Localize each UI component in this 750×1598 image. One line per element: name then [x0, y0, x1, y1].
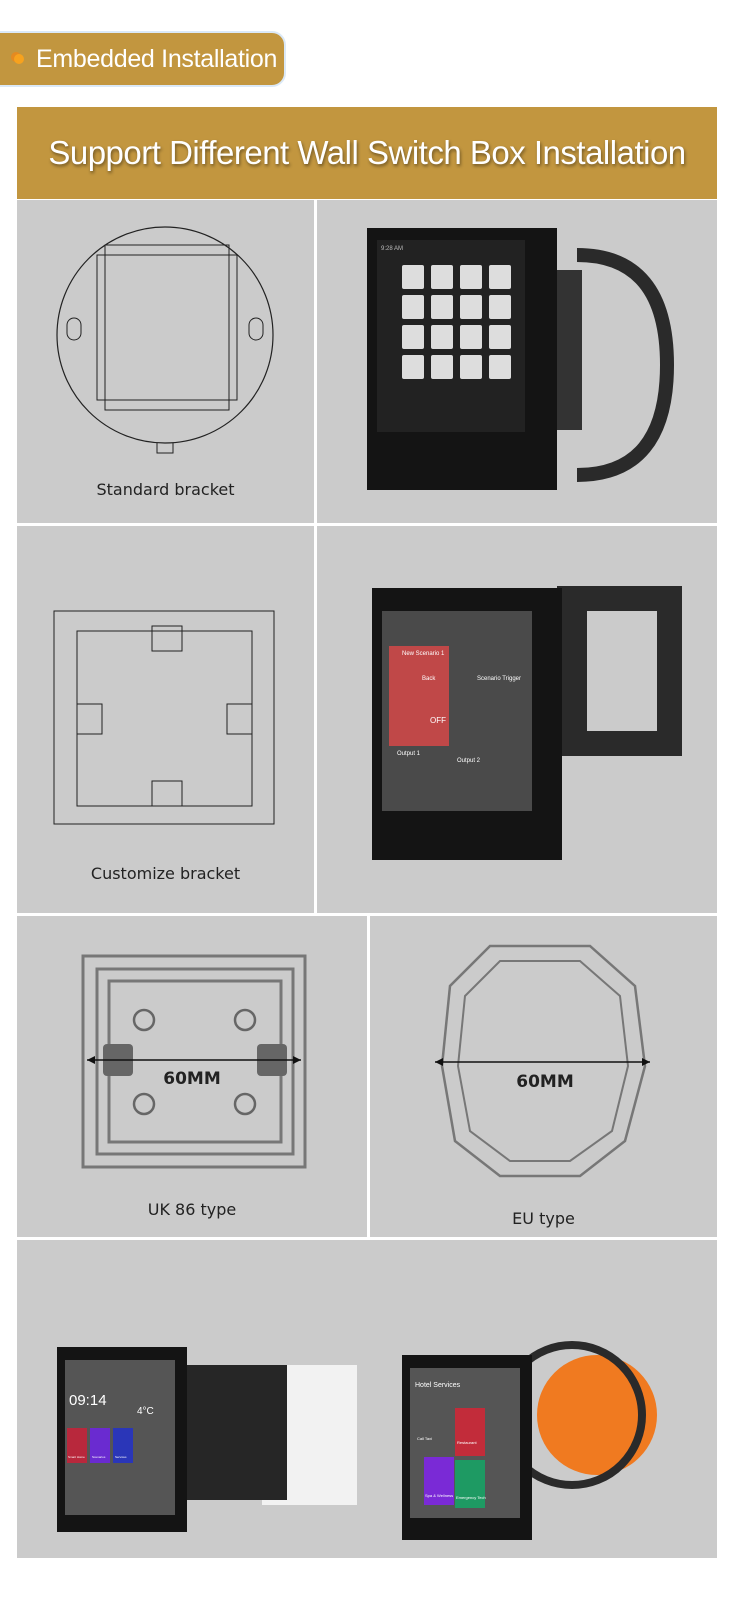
screen-time: 09:14: [69, 1392, 107, 1409]
customize-bracket-drawing: [53, 610, 275, 825]
standard-bracket-panel: Standard bracket: [17, 200, 314, 523]
hotel-services-title: Hotel Services: [415, 1382, 461, 1389]
scene-tile: [402, 295, 424, 319]
standard-bracket-caption: Standard bracket: [96, 480, 235, 499]
uk86-box-drawing: 60MM: [81, 954, 307, 1169]
scene-tile: [431, 325, 453, 349]
scene-tile: [431, 265, 453, 289]
product-photo-panel: 09:14 4°C Hotel Services Call Taxi Resta…: [17, 1240, 717, 1558]
scene-tile: [460, 265, 482, 289]
scene-tile: [489, 295, 511, 319]
scene-tile: [402, 265, 424, 289]
tile-services: Services: [115, 1455, 127, 1459]
eu-box-drawing: 60MM: [435, 944, 650, 1178]
tile-scenarios: Scenarios: [92, 1455, 106, 1459]
standard-bracket-drawing: [56, 226, 274, 454]
tile-call-taxi: Call Taxi: [417, 1436, 433, 1441]
scene-tile: [460, 325, 482, 349]
output1-label: Output 1: [397, 751, 421, 757]
eu-dimension: 60MM: [516, 1072, 574, 1092]
screen-temperature: 4°C: [137, 1406, 154, 1417]
panel-with-square-bracket-image: [372, 586, 682, 860]
page-title: Support Different Wall Switch Box Instal…: [48, 134, 686, 171]
scene-tile: [489, 325, 511, 349]
trigger-label: Scenario Trigger: [477, 676, 522, 682]
scene-tile: [402, 355, 424, 379]
section-tag: Embedded Installation: [0, 31, 286, 87]
scene-tile: [460, 295, 482, 319]
scene-tile: [431, 355, 453, 379]
page-header: Support Different Wall Switch Box Instal…: [17, 107, 717, 199]
screen-time: 9:28 AM: [381, 246, 403, 252]
screen-title: New Scenario 1: [402, 651, 445, 657]
uk86-panel: 60MM UK 86 type: [17, 916, 367, 1237]
panel-with-round-bracket-image: 9:28 AM: [367, 228, 675, 490]
customize-bracket-caption: Customize bracket: [90, 864, 241, 883]
scene-tile: [431, 295, 453, 319]
eu-caption: EU type: [512, 1209, 575, 1228]
bullet-icon: [14, 54, 24, 64]
products-with-boxes-image: [57, 1341, 657, 1540]
tile-restaurant: Restaurant: [457, 1440, 477, 1445]
scene-tile: [489, 265, 511, 289]
scene-tile: [489, 355, 511, 379]
customize-bracket-panel: Customize bracket: [17, 526, 314, 913]
tile-smart-home: Smart Home: [68, 1455, 85, 1459]
tile-spa: Spa & Wellness: [425, 1493, 454, 1498]
uk86-caption: UK 86 type: [147, 1200, 237, 1219]
eu-panel: 60MM EU type: [370, 916, 717, 1237]
scene-tile: [402, 325, 424, 349]
tile-emergency: Emergency Tech: [456, 1495, 486, 1500]
off-label: OFF: [430, 716, 446, 725]
customize-bracket-photo: New Scenario 1 Back Scenario Trigger Out…: [317, 526, 717, 913]
standard-bracket-photo: 9:28 AM: [317, 200, 717, 523]
section-tag-label: Embedded Installation: [36, 44, 278, 73]
output2-label: Output 2: [457, 758, 481, 764]
scene-tile: [460, 355, 482, 379]
uk86-dimension: 60MM: [163, 1069, 221, 1089]
back-label: Back: [422, 676, 436, 682]
